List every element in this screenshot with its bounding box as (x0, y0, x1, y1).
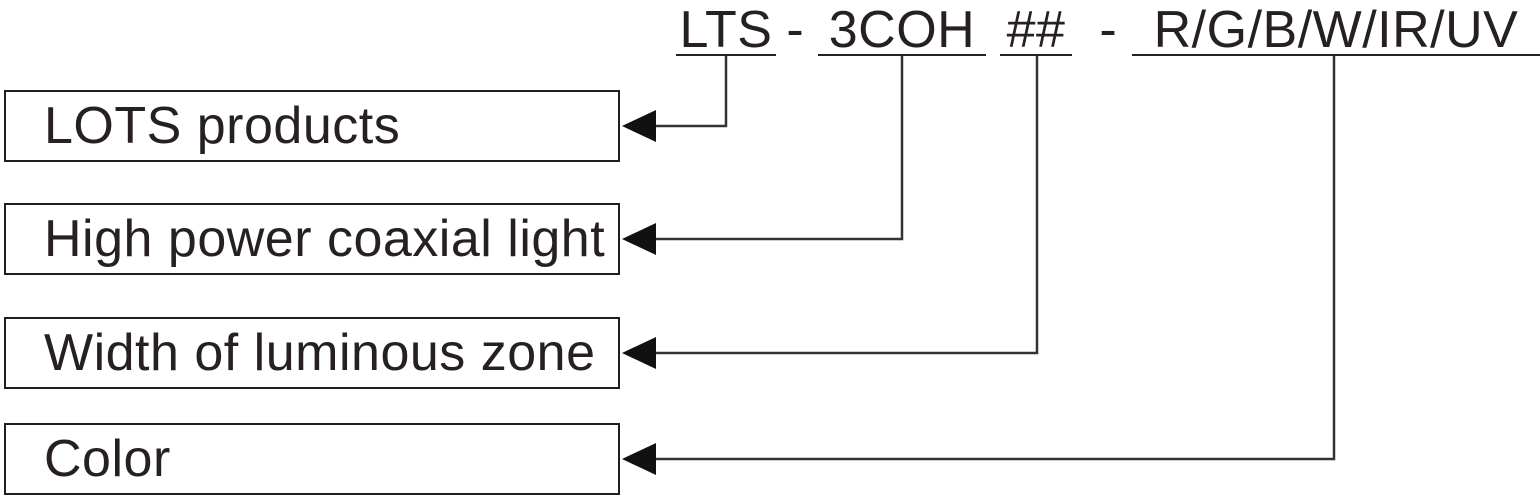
arrowhead-width (622, 337, 656, 369)
box-label: LOTS products (44, 97, 401, 155)
connector-path-color (654, 56, 1336, 461)
label-box-width-of-luminous-zone: Width of luminous zone (4, 317, 620, 389)
connector-path-width (654, 56, 1039, 355)
code-segment-color: R/G/B/W/IR/UV (1132, 0, 1540, 59)
box-label: Width of luminous zone (44, 324, 596, 382)
arrowhead-lts (622, 110, 656, 142)
code-segment-lts: LTS (676, 0, 776, 59)
code-separator: - (786, 1, 804, 59)
box-label: Color (44, 430, 171, 488)
code-segment-3coh: 3COH (818, 0, 986, 59)
arrowhead-color (622, 443, 656, 475)
code-segment-width: ## (1000, 0, 1072, 59)
label-box-color: Color (4, 423, 620, 495)
connector-path-3coh (654, 56, 904, 241)
label-box-high-power-coaxial-light: High power coaxial light (4, 203, 620, 275)
connector-path-lts (654, 56, 728, 128)
box-label: High power coaxial light (44, 210, 606, 268)
label-box-lots-products: LOTS products (4, 90, 620, 162)
code-separator: - (1099, 1, 1117, 59)
arrowhead-3coh (622, 223, 656, 255)
